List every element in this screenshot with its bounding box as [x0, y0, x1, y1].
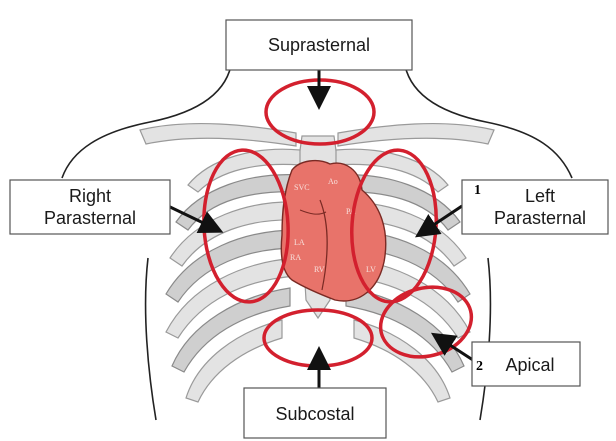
label-subcostal: Subcostal: [244, 388, 386, 438]
label-right-parasternal-line1: Right: [69, 186, 111, 206]
marker-1: 1: [474, 183, 481, 198]
label-left-parasternal-line1: Left: [525, 186, 555, 206]
heart-label-ao: Ao: [328, 177, 338, 186]
right-arm-line: [146, 258, 156, 420]
heart-label-la: LA: [294, 238, 305, 247]
left-arm-line: [480, 258, 490, 420]
heart-label-svc: SVC: [294, 183, 310, 192]
label-suprasternal: Suprasternal: [226, 20, 412, 70]
label-left-parasternal: 1 Left Parasternal: [462, 180, 608, 234]
marker-2: 2: [476, 359, 483, 374]
left-clavicle: [338, 124, 494, 146]
label-subcostal-text: Subcostal: [275, 404, 354, 424]
heart-label-rv: RV: [314, 265, 325, 274]
label-apical-text: Apical: [505, 355, 554, 375]
right-shoulder-line: [62, 60, 232, 178]
label-right-parasternal: Right Parasternal: [10, 180, 170, 234]
left-shoulder-line: [404, 60, 572, 178]
heart-label-ra: RA: [290, 253, 301, 262]
label-right-parasternal-line2: Parasternal: [44, 208, 136, 228]
label-suprasternal-text: Suprasternal: [268, 35, 370, 55]
label-apical: 2 Apical: [472, 342, 580, 386]
label-left-parasternal-line2: Parasternal: [494, 208, 586, 228]
heart-label-lv: LV: [366, 265, 376, 274]
